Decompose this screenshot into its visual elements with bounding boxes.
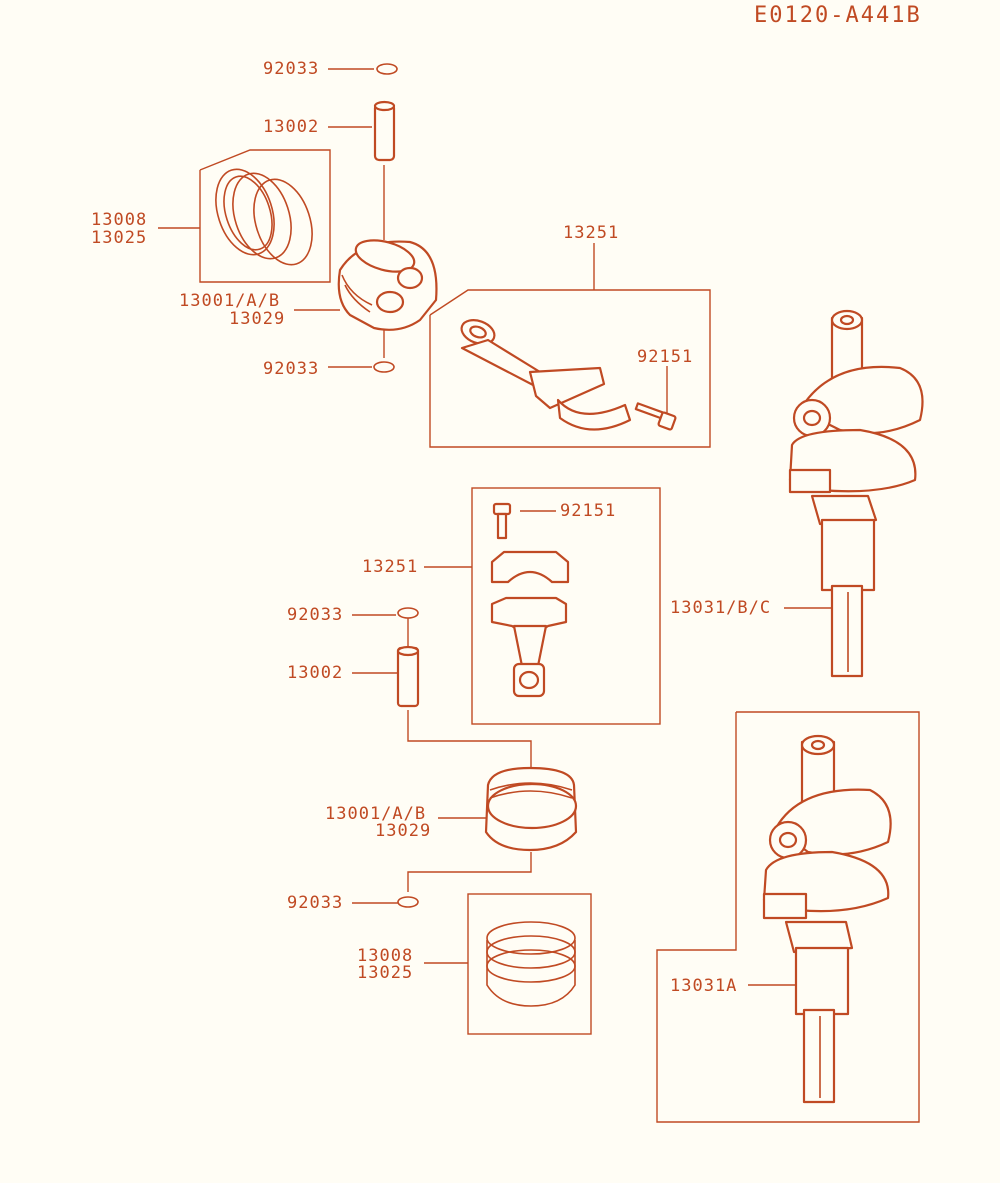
connecting-rod-upper bbox=[460, 319, 632, 431]
label-connecting-rod-middle: 13251 bbox=[362, 557, 419, 577]
middle-conrod-group bbox=[424, 487, 661, 725]
label-piston-lower: 13001/A/B bbox=[325, 804, 427, 824]
conrod-bolt-middle bbox=[492, 502, 512, 540]
label-circlip-upper-top: 92033 bbox=[263, 59, 320, 79]
label-piston-pin-upper: 13002 bbox=[263, 117, 320, 137]
label-connecting-rod-upper: 13251 bbox=[563, 223, 620, 243]
lower-piston-group bbox=[352, 607, 592, 1035]
label-piston-ring-set-lower: 13008 bbox=[357, 946, 414, 966]
label-crankshaft-lower: 13031A bbox=[670, 976, 738, 996]
conrod-bolt-upper bbox=[634, 402, 677, 431]
label-piston-ring-set-upper-alt: 13025 bbox=[91, 228, 148, 248]
label-piston-ring-set-upper: 13008 bbox=[91, 210, 148, 230]
upper-conrod-group bbox=[429, 243, 711, 448]
piston-rings-upper bbox=[215, 168, 313, 266]
conrod-cap-middle bbox=[490, 550, 570, 584]
diagram-code: E0120-A441B bbox=[754, 3, 922, 28]
label-circlip-lower-bottom: 92033 bbox=[287, 893, 344, 913]
crankshaft-lower bbox=[656, 711, 920, 1123]
label-piston-pin-lower: 13002 bbox=[287, 663, 344, 683]
crankshaft-upper bbox=[788, 309, 924, 678]
label-crankshaft-upper: 13031/B/C bbox=[670, 598, 772, 618]
upper-piston-group bbox=[158, 63, 438, 373]
label-circlip-upper-bottom: 92033 bbox=[263, 359, 320, 379]
label-circlip-lower-top: 92033 bbox=[287, 605, 344, 625]
label-piston-upper: 13001/A/B bbox=[179, 291, 281, 311]
label-piston-lower-alt: 13029 bbox=[375, 821, 432, 841]
label-conrod-bolt-upper: 92151 bbox=[637, 347, 694, 367]
circlip-lower-bottom bbox=[397, 896, 419, 908]
circlip-upper-top bbox=[376, 63, 398, 75]
label-conrod-bolt-middle: 92151 bbox=[560, 501, 617, 521]
circlip-lower-top bbox=[397, 607, 419, 619]
connecting-rod-middle bbox=[490, 596, 568, 698]
label-piston-ring-set-lower-alt: 13025 bbox=[357, 963, 414, 983]
piston-pin-upper bbox=[373, 100, 396, 162]
piston-lower bbox=[484, 766, 578, 852]
piston-upper bbox=[337, 239, 438, 331]
circlip-upper-bottom bbox=[373, 361, 395, 373]
label-piston-upper-alt: 13029 bbox=[229, 309, 286, 329]
piston-pin-lower bbox=[396, 645, 420, 708]
piston-rings-lower bbox=[486, 921, 576, 1007]
